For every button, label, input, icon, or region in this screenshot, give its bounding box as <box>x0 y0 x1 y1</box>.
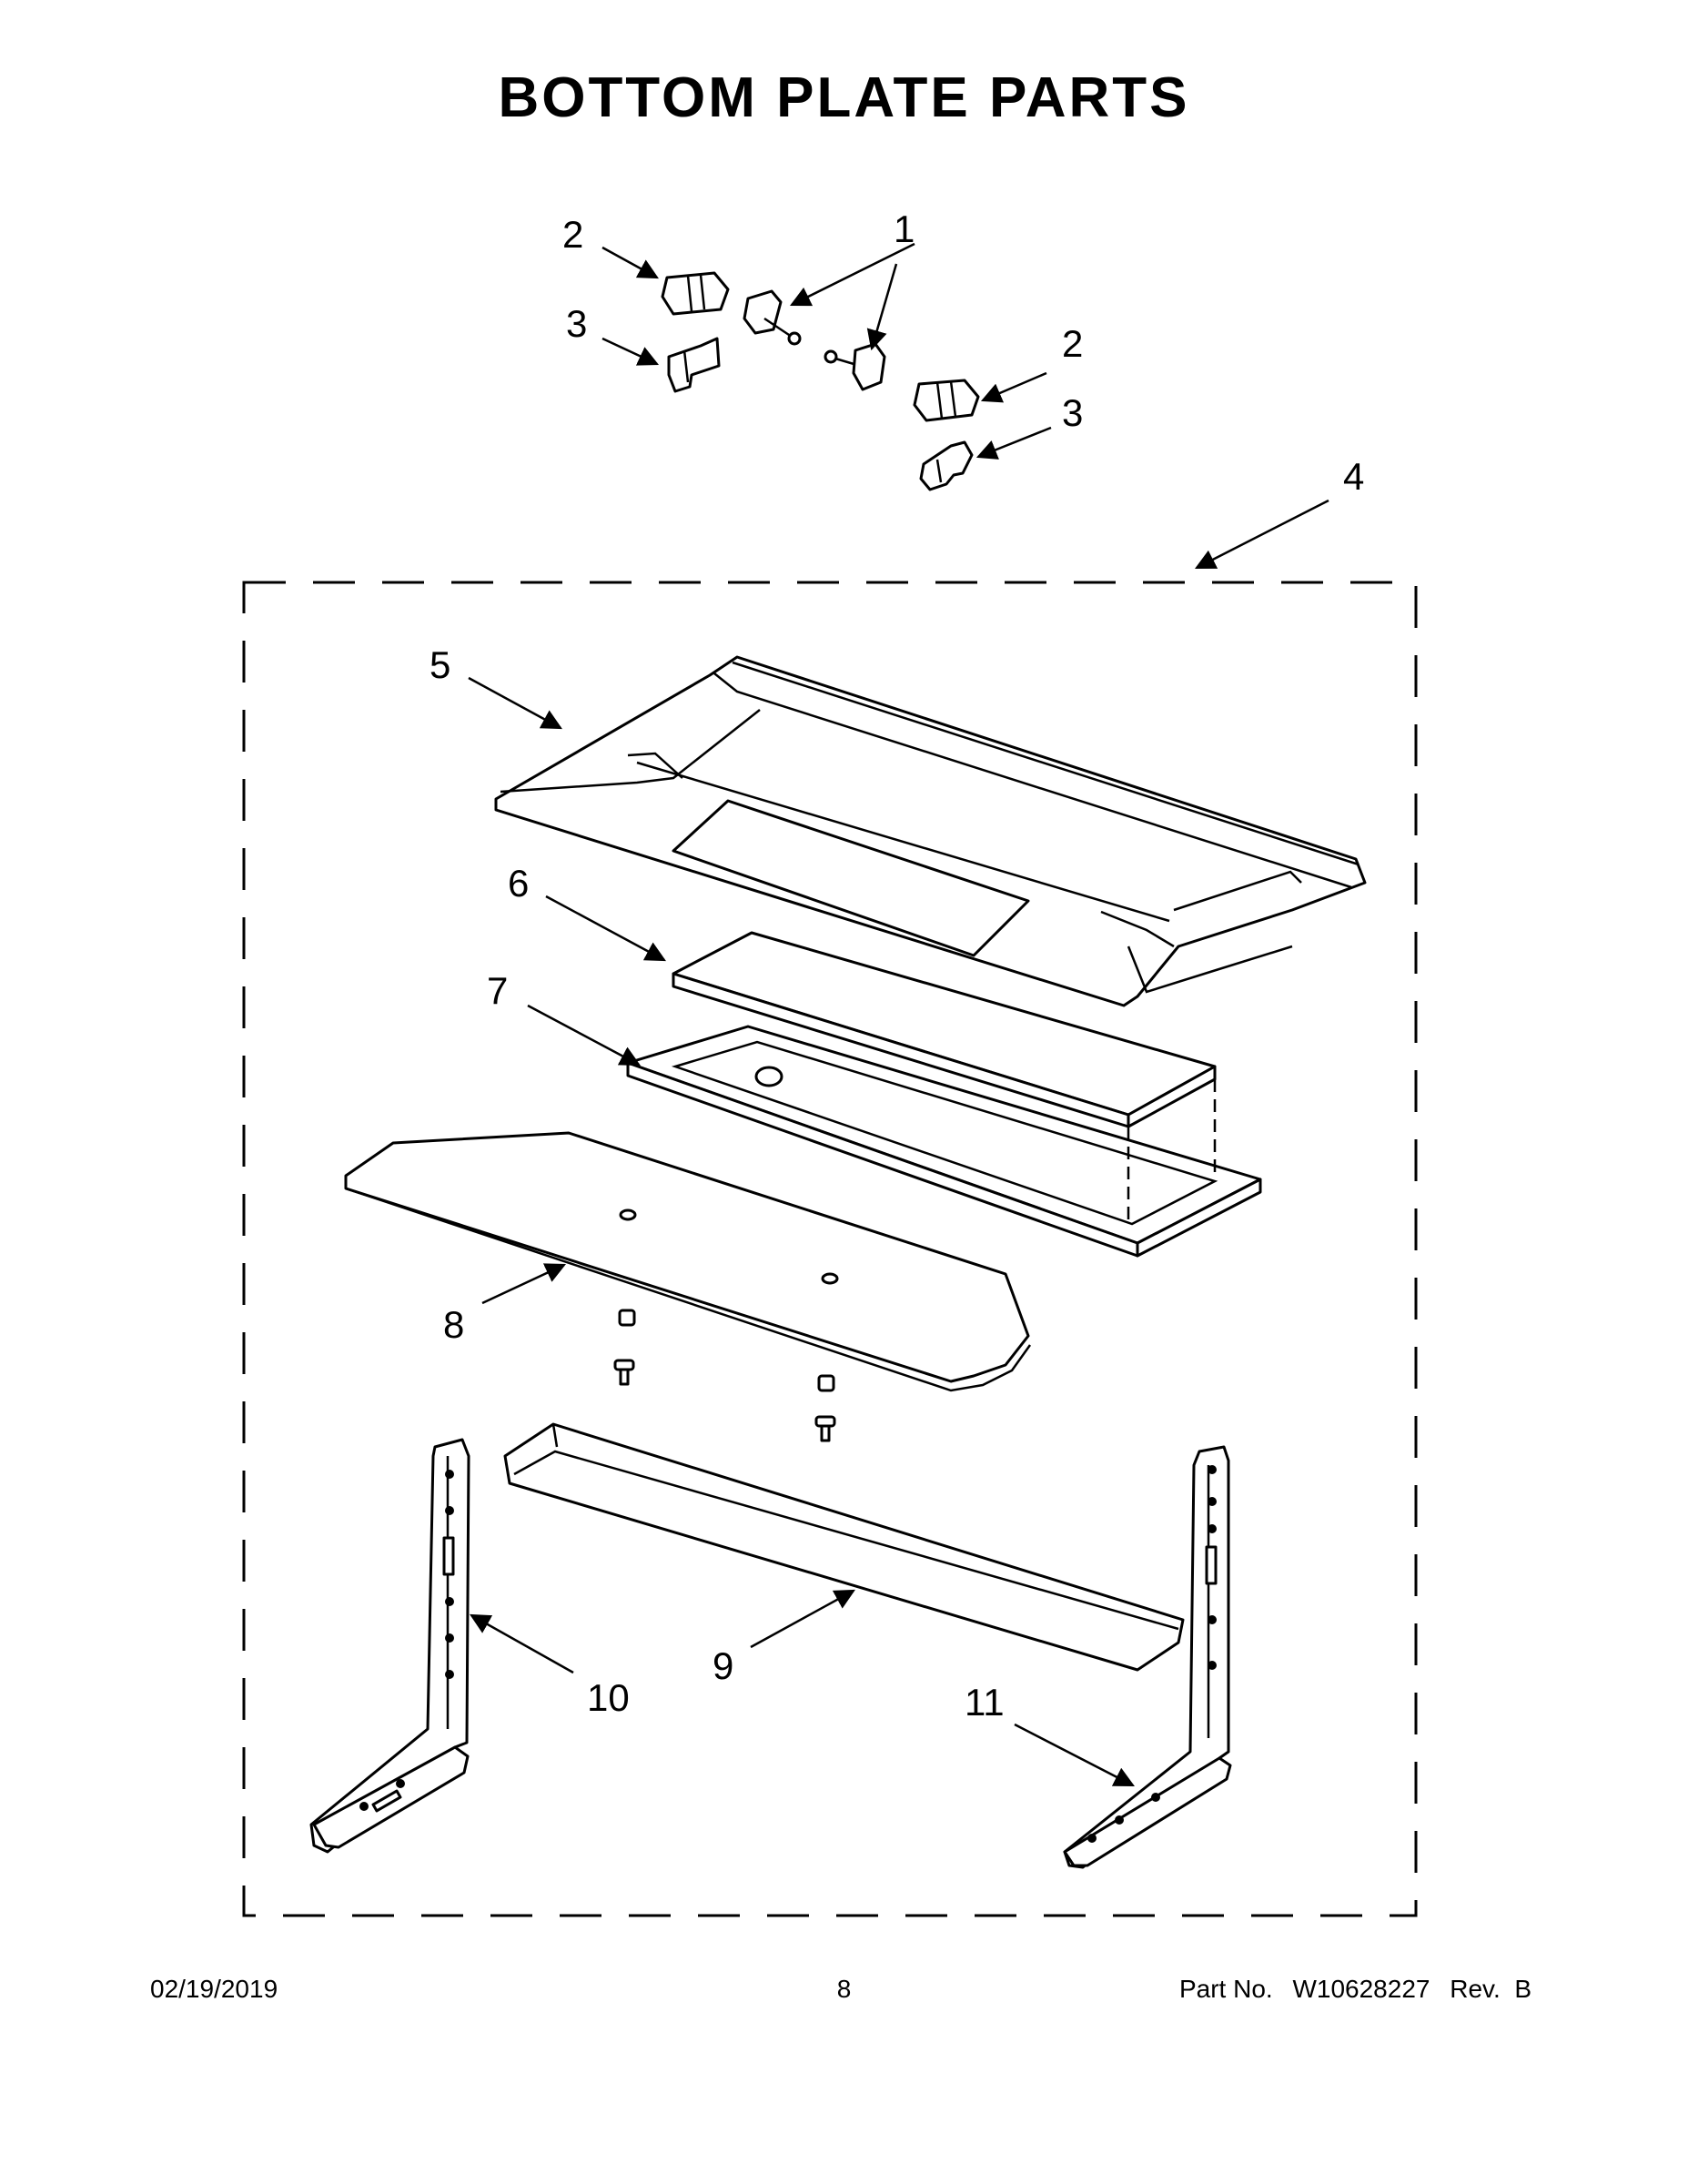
part-2-left-roller <box>661 271 730 316</box>
part-8-base-plate <box>344 1131 1032 1392</box>
page-title: BOTTOM PLATE PARTS <box>498 66 1190 129</box>
footer-page-number: 8 <box>836 1975 852 2003</box>
part-9-channel-rail <box>503 1422 1185 1672</box>
callout-11: 11 <box>965 1681 1005 1724</box>
screw-left <box>613 1309 636 1386</box>
callout-7: 7 <box>487 969 508 1012</box>
callout-8: 8 <box>443 1303 464 1346</box>
part-5-bottom-plate <box>494 655 1367 1007</box>
callout-3-right: 3 <box>1062 391 1083 434</box>
screw-right <box>814 1374 836 1442</box>
part-3-left-clip <box>667 337 721 393</box>
part-7-vent-frame <box>626 1025 1262 1258</box>
part-3-right-clip <box>919 440 974 491</box>
footer-part-label: Part No. <box>1178 1975 1273 2003</box>
part-10-left-bracket <box>309 1438 470 1854</box>
callout-4: 4 <box>1343 455 1364 498</box>
footer-revision: Rev. B <box>1450 1975 1531 2003</box>
assembly-boundary <box>242 581 1418 1917</box>
part-11-right-bracket <box>1063 1445 1232 1869</box>
leader-arrows <box>468 242 1329 1787</box>
callout-2-left: 2 <box>562 213 583 256</box>
callout-3-left: 3 <box>566 302 587 345</box>
part-6-filter-pad <box>672 931 1217 1128</box>
footer-part-info: Part No. W10628227 Rev. B <box>1179 1975 1531 2004</box>
callout-9: 9 <box>713 1644 733 1687</box>
callout-5: 5 <box>430 643 450 686</box>
footer-date: 02/19/2019 <box>150 1975 278 2003</box>
callout-2-right: 2 <box>1062 322 1083 365</box>
callout-10: 10 <box>587 1676 630 1719</box>
part-1-left-latch <box>743 289 802 346</box>
callout-6: 6 <box>508 862 529 905</box>
footer-part-number: W10628227 <box>1292 1975 1430 2003</box>
callout-1: 1 <box>894 207 915 250</box>
part-2-right-roller <box>913 379 980 422</box>
part-1-right-latch <box>824 342 886 391</box>
